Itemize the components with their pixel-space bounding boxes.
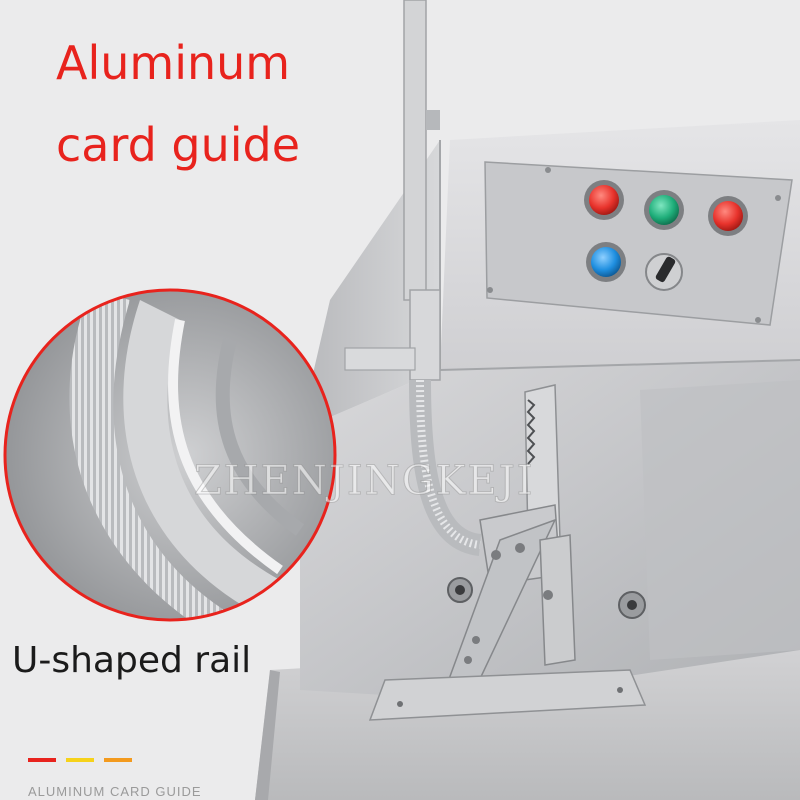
guide-tower <box>344 0 482 556</box>
headline-line-1: Aluminum <box>56 36 291 90</box>
red-button-right <box>708 196 748 236</box>
red-button-left <box>584 180 624 220</box>
green-button <box>644 190 684 230</box>
bottom-caption: ALUMINUM CARD GUIDE <box>28 784 202 799</box>
connector-left <box>447 577 473 603</box>
cutter-base <box>368 669 647 721</box>
accent-yellow <box>66 758 94 762</box>
connector-right <box>618 591 646 619</box>
control-panel <box>484 161 793 326</box>
rail-label: U-shaped rail <box>12 640 252 681</box>
selector-knob <box>645 253 683 291</box>
headline-line-2: card guide <box>56 118 301 172</box>
rail-detail-circle <box>3 288 337 622</box>
accent-red <box>28 758 56 762</box>
watermark: ZHENJINGKEJI <box>194 458 535 505</box>
accent-orange <box>104 758 132 762</box>
blue-button <box>586 242 626 282</box>
cutter-mechanism <box>444 384 576 701</box>
